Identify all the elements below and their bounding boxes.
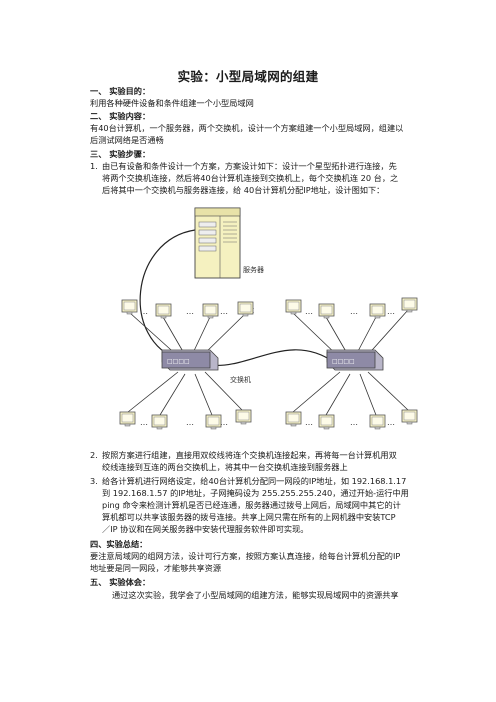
pc-icon — [202, 303, 219, 319]
pc-icon — [401, 409, 418, 425]
pc-icon — [318, 303, 335, 319]
ellipsis: … — [220, 307, 228, 316]
switch-right-ports: □□□□ — [332, 358, 355, 365]
ellipsis: … — [186, 418, 194, 427]
switch-label: 交换机 — [230, 375, 251, 384]
ellipsis: … — [305, 307, 313, 316]
ellipsis: … — [140, 418, 148, 427]
step-2-line-2: 绞线连接到互连的两台交换机上，将其中一台交换机连接到服务器上 — [102, 462, 348, 472]
step-1-number: 1. — [90, 161, 98, 171]
pc-icon — [121, 299, 138, 315]
pc-icon — [318, 414, 335, 430]
pc-icon — [119, 411, 136, 427]
ellipsis: … — [350, 418, 358, 427]
step-1-line-3: 后将其中一个交换机与服务器连接，给 40台计算机分配IP地址，设计图如下： — [102, 185, 385, 195]
ellipsis: … — [220, 418, 228, 427]
step-3-line-3: ping 命令来检测计算机是否已经连通，服务器通过拨号上网后，局域网中其它的计 — [102, 500, 401, 510]
pc-icon — [151, 414, 168, 430]
section-4-heading: 四、实验总结： — [90, 539, 148, 549]
ellipsis: … — [305, 418, 313, 427]
step-3-line-5: ／IP 协议和在网关服务器中安装代理服务软件即可实现。 — [102, 524, 309, 534]
step-3-line-4: 算机都可以共享该服务器的拨号连接。共享上网只需在所有的上网机器中安装TCP — [102, 512, 396, 522]
ellipsis: … — [350, 307, 358, 316]
server-switch-cable — [139, 229, 196, 361]
ellipsis: … — [387, 307, 395, 316]
pc-icon — [285, 299, 302, 315]
server-label: 服务器 — [243, 265, 264, 274]
pc-icon — [369, 303, 386, 319]
section-3-heading: 三、 实验步骤： — [90, 149, 151, 159]
section-4-line-1: 要注意局域网的组网方法，设计可行方案，按照方案认真连接，给每台计算机分配的IP — [90, 551, 401, 561]
switch-left-icon — [161, 349, 219, 371]
section-4-line-2: 地址要是同一网段，才能够共享资源 — [90, 563, 222, 573]
section-5-heading: 五、 实验体会： — [90, 577, 151, 587]
pc-icon — [285, 411, 302, 427]
section-2-line-1: 有40台计算机，一个服务器，两个交换机，设计一个方案组建一个小型局域网，组建以 — [90, 123, 404, 133]
step-3-line-2: 到 192.168.1.57 的IP地址，子网掩码设为 255.255.255.… — [102, 488, 409, 498]
switch-switch-cable — [209, 349, 336, 367]
ellipsis: … — [186, 307, 194, 316]
step-3-number: 3. — [90, 476, 98, 486]
section-1-heading: 一、 实验目的： — [90, 86, 151, 96]
step-3-line-1: 给各计算机进行网络设定，给40台计算机分配同一网段的IP地址，如 192.168… — [102, 476, 407, 486]
step-2-line-1: 按照方案进行组建，直接用双绞线将连个交换机连接起来，再将每一台计算机用双 — [102, 450, 397, 460]
ellipsis: … — [140, 307, 148, 316]
pc-icon — [235, 409, 252, 425]
ellipsis: … — [387, 418, 395, 427]
section-2-line-2: 后测试网络是否通畅 — [90, 135, 164, 145]
section-2-heading: 二、 实验内容： — [90, 111, 151, 121]
pc-icon — [155, 303, 172, 319]
switch-left-ports: □□□□ — [167, 358, 190, 365]
server-icon — [194, 207, 241, 279]
page-title: 实验：小型局域网的组建 — [177, 69, 319, 84]
pc-icon — [205, 414, 222, 430]
step-2-number: 2. — [90, 450, 98, 460]
step-1-line-2: 将两个交换机连接，然后将40台计算机连接到交换机上，每个交换机连 20 台，之 — [102, 173, 399, 183]
pc-icon — [237, 301, 254, 317]
pc-icon — [401, 297, 418, 313]
switch-right-icon — [326, 349, 384, 371]
cables — [139, 229, 336, 367]
pc-icon — [369, 414, 386, 430]
step-1-line-1: 由已有设备和条件设计一个方案，方案设计如下：设计一个星型拓扑进行连接，先 — [102, 161, 397, 171]
section-5-line-1: 通过这次实验，我学会了小型局域网的组建方法，能够实现局域网中的资源共享 — [112, 590, 399, 600]
section-1-text: 利用各种硬件设备和条件组建一个小型局域网 — [90, 98, 254, 108]
network-topology-diagram: 服务器 PC □□□□ □□□□ 交换机 … — [119, 207, 418, 430]
